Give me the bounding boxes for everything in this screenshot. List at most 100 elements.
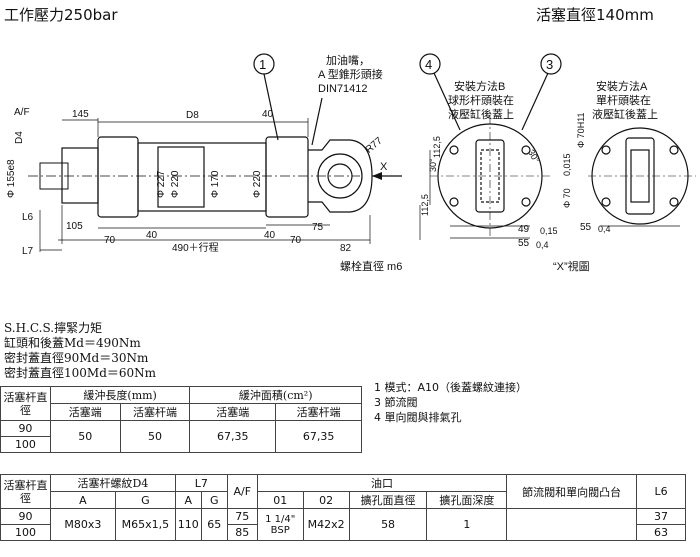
torque-notes: S.H.C.S.擰緊力矩 缸頭和後蓋Md＝490Nm 密封蓋直徑90Md＝30N… [4, 321, 156, 381]
dim-145: 145 [72, 109, 89, 120]
dim-1125-top: 112,5 [432, 136, 442, 158]
dim-thread-a: A [49, 491, 116, 509]
dim-1125-bottom: 112,5 [420, 194, 430, 216]
dim-l6-90: 37 [636, 508, 686, 525]
dim-d220a: Φ 220 [170, 170, 181, 198]
dimension-table: 活塞杆直徑 活塞杆螺紋D4 L7 A/F 油口 節流閥和單向閥凸台 L6 A G… [0, 474, 686, 541]
lube-note-line2: A 型錐形頭接 [318, 67, 383, 81]
piston-diameter: 活塞直徑140mm [536, 6, 654, 24]
legend-item-4: 4 單向閥與排氣孔 [374, 411, 462, 424]
dim-rod-dia-header: 活塞杆直徑 [0, 474, 51, 509]
dim-105: 105 [66, 221, 83, 232]
dim-d70h11: Φ 70H11 [576, 112, 586, 148]
mount-b-line1: 安裝方法B [454, 79, 505, 93]
dim-82: 82 [340, 243, 352, 254]
cushion-row-100: 100 [0, 436, 51, 453]
front-head [97, 136, 139, 218]
dim-d220b: Φ 220 [252, 170, 263, 198]
torque-head-cap: 缸頭和後蓋Md＝490Nm [4, 336, 141, 350]
screw-note: 螺栓直徑 m6 [340, 259, 402, 273]
mount-a-line1: 安裝方法A [596, 79, 648, 93]
dim-d170: Φ 170 [210, 170, 221, 198]
torque-title: S.H.C.S.擰緊力矩 [4, 321, 103, 335]
torque-seal-90: 密封蓋直徑90Md＝30Nm [4, 351, 149, 365]
dim-valve-header: 節流閥和單向閥凸台 [506, 474, 638, 509]
dim-0015: 0,015 [562, 153, 572, 176]
dim-oil-02: 02 [302, 491, 350, 509]
cushion-row-90: 90 [0, 420, 51, 437]
callout-3: 3 [546, 57, 553, 72]
dim-spot-depth: 擴孔面深度 [426, 491, 508, 509]
cushion-len-piston-val: 50 [49, 420, 121, 453]
dim-l7a-val: 110 [174, 508, 202, 541]
dim-l7-header: L7 [174, 474, 228, 492]
cushion-area-piston-val: 67,35 [189, 420, 277, 453]
working-pressure: 工作壓力250bar [4, 6, 118, 24]
dim-thread-header: 活塞杆螺紋D4 [49, 474, 176, 492]
view-note: “X”視圖 [553, 259, 590, 273]
dim-d8: D8 [186, 110, 199, 121]
callout-4: 4 [425, 57, 432, 72]
dim-o2-val: M42x2 [302, 508, 350, 541]
dim-d70: Φ 70 [562, 188, 572, 208]
dim-49: 49 [518, 224, 530, 235]
cushion-length-header: 緩沖長度(mm) [49, 386, 191, 404]
dim-spot-depth-val: 1 [426, 508, 508, 541]
dim-30-right: 30° [526, 148, 542, 165]
mount-b-line2: 球形杆頭裝在 [448, 93, 514, 107]
dim-490: 490＋行程 [172, 241, 219, 254]
dim-a-val: M80x3 [49, 508, 116, 541]
torque-seal-100: 密封蓋直徑100Md＝60Nm [4, 366, 157, 380]
dim-af-100: 85 [226, 524, 258, 541]
dim-l6: L6 [22, 212, 34, 223]
dim-o1-val: 1 1/4" BSP [256, 508, 304, 541]
legend: 1 模式：A10（後蓋螺紋連接） 3 節流閥 4 單向閥與排氣孔 [374, 380, 527, 425]
dim-d155: Φ 155e8 [6, 159, 17, 198]
cushion-area-header: 緩沖面積(cm²) [189, 386, 362, 404]
cushion-rod-dia-header: 活塞杆直徑 [0, 386, 51, 421]
dim-oil-01: 01 [256, 491, 304, 509]
dim-40-right: 40 [264, 230, 276, 241]
dim-r77: R77 [364, 135, 385, 156]
dim-row-90: 90 [0, 508, 51, 525]
dim-55-right: 55 [580, 222, 592, 233]
dim-x: X [380, 161, 388, 173]
dim-row-100: 100 [0, 524, 51, 541]
dim-l7-a: A [174, 491, 202, 509]
dim-l7g-val: 65 [200, 508, 228, 541]
cylinder-drawing: 1 4 3 加油嘴， A 型錐形頭接 DIN71412 安裝方法B 球形杆頭裝在… [6, 53, 696, 273]
dim-oil-header: 油口 [256, 474, 508, 492]
lube-note-line3: DIN71412 [318, 83, 368, 95]
dim-d4: D4 [14, 131, 25, 144]
mount-a-line2: 單杆頭裝在 [596, 93, 651, 107]
callout-1: 1 [259, 57, 266, 72]
dim-l7-g: G [200, 491, 228, 509]
dim-70-right: 70 [290, 235, 302, 246]
legend-item-3: 3 節流閥 [374, 396, 418, 409]
dim-75: 75 [312, 222, 324, 233]
cushion-area-rod: 活塞杆端 [275, 403, 362, 421]
mount-a-line3: 液壓缸後蓋上 [592, 107, 658, 121]
dim-g-val: M65x1,5 [114, 508, 176, 541]
dim-30-left: 30° [428, 158, 438, 172]
dim-55-left: 55 [518, 238, 530, 249]
cushion-area-rod-val: 67,35 [275, 420, 362, 453]
dim-af-header: A/F [226, 474, 258, 509]
dim-40-mid: 40 [146, 230, 158, 241]
cushion-len-rod: 活塞杆端 [119, 403, 191, 421]
cushion-table: 活塞杆直徑 緩沖長度(mm) 緩沖面積(cm²) 活塞端 活塞杆端 活塞端 活塞… [0, 386, 362, 453]
cushion-len-piston: 活塞端 [49, 403, 121, 421]
dim-spot-dia: 擴孔面直徑 [348, 491, 428, 509]
dim-l7: L7 [22, 246, 34, 257]
dim-d227: Φ 227 [156, 170, 167, 198]
dim-af-90: 75 [226, 508, 258, 525]
dim-valve-val [506, 508, 638, 541]
legend-item-1: 1 模式：A10（後蓋螺紋連接） [374, 381, 528, 394]
dim-spot-dia-val: 58 [348, 508, 428, 541]
dim-l6-100: 63 [636, 524, 686, 541]
cushion-area-piston: 活塞端 [189, 403, 277, 421]
dim-af: A/F [14, 107, 30, 118]
dim-04-right: 0,4 [598, 224, 611, 234]
cushion-len-rod-val: 50 [119, 420, 191, 453]
dim-04-left: 0,4 [536, 240, 549, 250]
